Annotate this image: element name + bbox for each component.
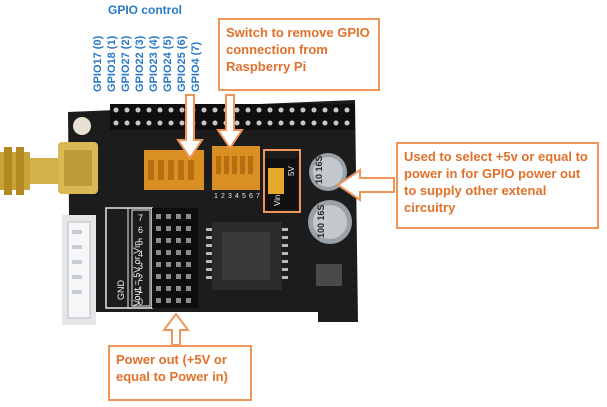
cap-top-label: 10 16S [314, 155, 324, 184]
switch-number: 1 [214, 193, 218, 200]
gpio-output-header: 7 6 5 4 3 2 1 0 [131, 208, 198, 308]
dip-switch-right: 1 2 3 4 5 6 7 [212, 146, 260, 200]
header-number: 0 [138, 297, 143, 307]
header-number: 2 [138, 273, 143, 283]
header-number: 1 [138, 285, 143, 295]
callout-power-select-text: Used to select +5v or equal to power in … [404, 149, 588, 215]
switch-number: 2 [221, 193, 225, 200]
jumper-label-vin: Vin [273, 195, 282, 206]
switch-number: 4 [235, 193, 239, 200]
header-number: 7 [138, 213, 143, 223]
capacitor-top: 10 16S [309, 153, 347, 191]
switch-number: 3 [228, 193, 232, 200]
dip-switch-left [144, 150, 204, 190]
gnd-label: GND [116, 280, 126, 301]
switch-number: 5 [242, 193, 246, 200]
mounting-hole [73, 117, 91, 135]
ic-chip [206, 222, 288, 290]
header-number: 4 [138, 249, 143, 259]
callout-switch: Switch to remove GPIO connection from Ra… [218, 18, 380, 91]
callout-power-out-text: Power out (+5V or equal to Power in) [116, 352, 228, 384]
side-connector [62, 215, 96, 325]
arrow-down-right [216, 94, 244, 150]
callout-switch-text: Switch to remove GPIO connection from Ra… [226, 25, 370, 74]
power-select-jumper: Vin 5V [264, 158, 298, 210]
jumper-highlight [263, 149, 301, 213]
jumper-label-5v: 5V [287, 166, 296, 176]
capacitor-bottom: 100 16S [308, 200, 352, 244]
cap-bottom-label: 100 16S [316, 204, 326, 238]
vout-label: Vout = 5V or Vin [132, 241, 142, 306]
header-number: 6 [138, 225, 143, 235]
pcb-board [68, 100, 358, 322]
small-component [316, 264, 342, 286]
arrow-up [162, 312, 190, 346]
callout-power-out: Power out (+5V or equal to Power in) [108, 345, 252, 401]
header-number: 5 [138, 237, 143, 247]
arrow-down-left [176, 94, 204, 160]
header-number: 3 [138, 261, 143, 271]
switch-number: 6 [249, 193, 253, 200]
callout-arrows [162, 94, 395, 346]
arrow-left [336, 168, 395, 202]
antenna-connector [0, 142, 98, 195]
gpio-control-title: GPIO control [108, 3, 183, 17]
switch-number: 7 [256, 193, 260, 200]
callout-power-select: Used to select +5v or equal to power in … [396, 142, 599, 229]
